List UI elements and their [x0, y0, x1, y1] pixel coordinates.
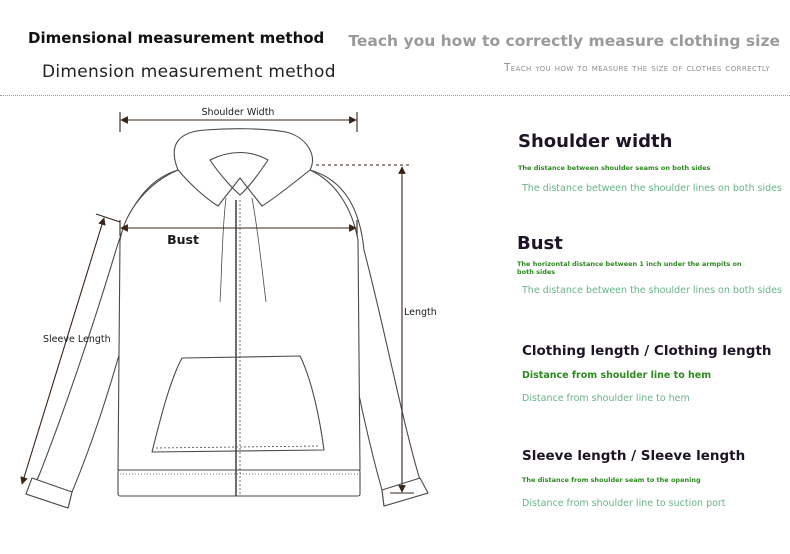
section-length-title: Clothing length / Clothing length [522, 343, 772, 359]
bust-dimension [119, 220, 358, 236]
drawstring-right [251, 197, 267, 303]
hem-band [117, 469, 361, 497]
shoulder-width-label: Shoulder Width [202, 107, 275, 118]
kangaroo-pocket [151, 355, 325, 453]
teach-subheading: Teach you how to measure the size of clo… [503, 62, 770, 74]
section-length-subtitle: Distance from shoulder line to hem [522, 370, 712, 381]
hood-opening [209, 151, 269, 196]
hood [173, 128, 313, 207]
section-shoulder-subtitle: The distance between shoulder seams on b… [518, 164, 711, 172]
section-bust-note: The distance between the shoulder lines … [522, 285, 782, 296]
hoodie-outline [25, 128, 429, 509]
section-bust-title: Bust [517, 233, 563, 254]
teach-heading: Teach you how to correctly measure cloth… [348, 32, 780, 50]
page-title: Dimensional measurement method [28, 29, 325, 47]
section-length-note: Distance from shoulder line to hem [522, 393, 690, 404]
section-sleeve-note: Distance from shoulder line to suction p… [522, 498, 726, 509]
section-sleeve-subtitle: The distance from shoulder seam to the o… [522, 476, 701, 484]
header-divider [0, 95, 790, 96]
length-label: Length [404, 307, 437, 318]
section-bust-subtitle: The horizontal distance between 1 inch u… [517, 260, 742, 276]
page-subtitle: Dimension measurement method [42, 62, 336, 82]
sleeve-length-dimension [20, 213, 121, 485]
bust-label: Bust [167, 232, 199, 247]
section-shoulder-title: Shoulder width [518, 131, 673, 152]
shoulder-width-dimension [119, 112, 358, 132]
length-dimension [316, 164, 414, 494]
section-sleeve-title: Sleeve length / Sleeve length [522, 448, 746, 464]
sleeve-length-label: Sleeve Length [43, 334, 111, 345]
drawstring-left [219, 197, 227, 303]
section-shoulder-note: The distance between the shoulder lines … [522, 183, 782, 194]
